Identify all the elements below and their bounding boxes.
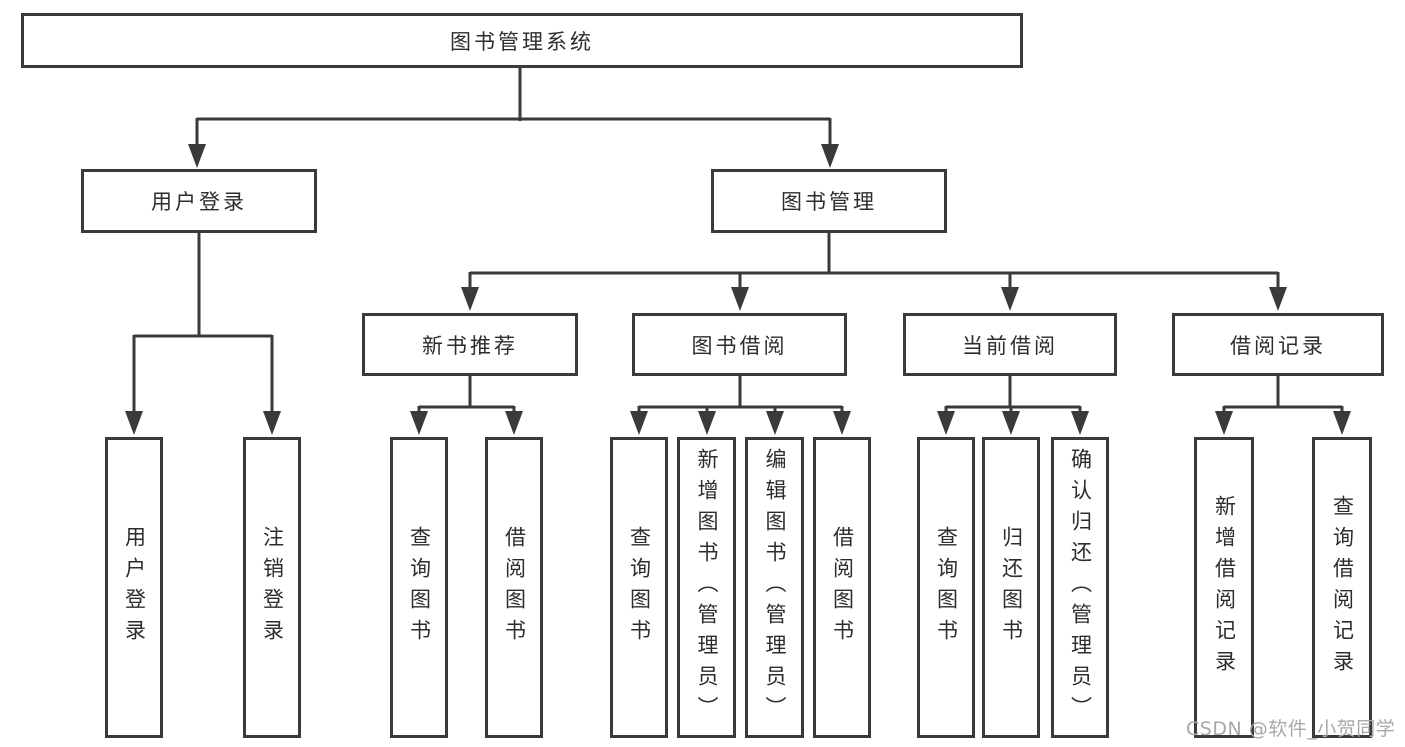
node-library-system-label: 图书管理系统	[450, 29, 594, 54]
node-borrowing-records-label: 借阅记录	[1230, 333, 1326, 358]
leaf-confirm-return-admin-label: 确认归还（管理员）	[1068, 448, 1093, 727]
node-borrowing-records: 借阅记录	[1172, 313, 1384, 376]
node-current-borrowing-label: 当前借阅	[962, 333, 1058, 358]
leaf-query-books-current-label: 查询图书	[934, 525, 959, 650]
leaf-borrow-books-recommend-label: 借阅图书	[502, 525, 527, 650]
leaf-logout-label: 注销登录	[260, 525, 285, 650]
node-current-borrowing: 当前借阅	[903, 313, 1117, 376]
leaf-add-books-admin: 新增图书（管理员）	[677, 437, 736, 738]
node-new-book-recommendation-label: 新书推荐	[422, 333, 518, 358]
leaf-confirm-return-admin: 确认归还（管理员）	[1051, 437, 1109, 738]
leaf-return-books: 归还图书	[982, 437, 1040, 738]
leaf-query-books-recommend: 查询图书	[390, 437, 448, 738]
leaf-query-books-current: 查询图书	[917, 437, 975, 738]
node-book-management: 图书管理	[711, 169, 947, 233]
node-user-login: 用户登录	[81, 169, 317, 233]
leaf-add-books-admin-label: 新增图书（管理员）	[695, 448, 719, 727]
csdn-watermark: CSDN @软件_小贺同学	[1186, 718, 1396, 740]
leaf-query-books-borrowing-label: 查询图书	[627, 525, 652, 650]
leaf-edit-books-admin-label: 编辑图书（管理员）	[763, 448, 787, 727]
leaf-add-borrow-record: 新增借阅记录	[1194, 437, 1254, 738]
node-new-book-recommendation: 新书推荐	[362, 313, 578, 376]
leaf-return-books-label: 归还图书	[999, 525, 1024, 650]
leaf-add-borrow-record-label: 新增借阅记录	[1212, 494, 1237, 681]
node-user-login-label: 用户登录	[151, 190, 247, 214]
arrowhead-icons	[125, 144, 1351, 435]
leaf-query-books-borrowing: 查询图书	[610, 437, 668, 738]
leaf-query-borrow-record: 查询借阅记录	[1312, 437, 1372, 738]
node-book-borrowing: 图书借阅	[632, 313, 847, 376]
node-book-management-label: 图书管理	[781, 190, 877, 214]
leaf-edit-books-admin: 编辑图书（管理员）	[745, 437, 804, 738]
leaf-user-login-label: 用户登录	[122, 525, 147, 650]
node-book-borrowing-label: 图书借阅	[691, 333, 788, 358]
leaf-query-borrow-record-label: 查询借阅记录	[1330, 494, 1355, 681]
node-library-system: 图书管理系统	[21, 13, 1023, 68]
leaf-logout: 注销登录	[243, 437, 301, 738]
leaf-query-books-recommend-label: 查询图书	[407, 525, 432, 650]
leaf-borrow-books-label: 借阅图书	[830, 525, 855, 650]
leaf-borrow-books-recommend: 借阅图书	[485, 437, 543, 738]
leaf-borrow-books: 借阅图书	[813, 437, 871, 738]
leaf-user-login: 用户登录	[105, 437, 163, 738]
